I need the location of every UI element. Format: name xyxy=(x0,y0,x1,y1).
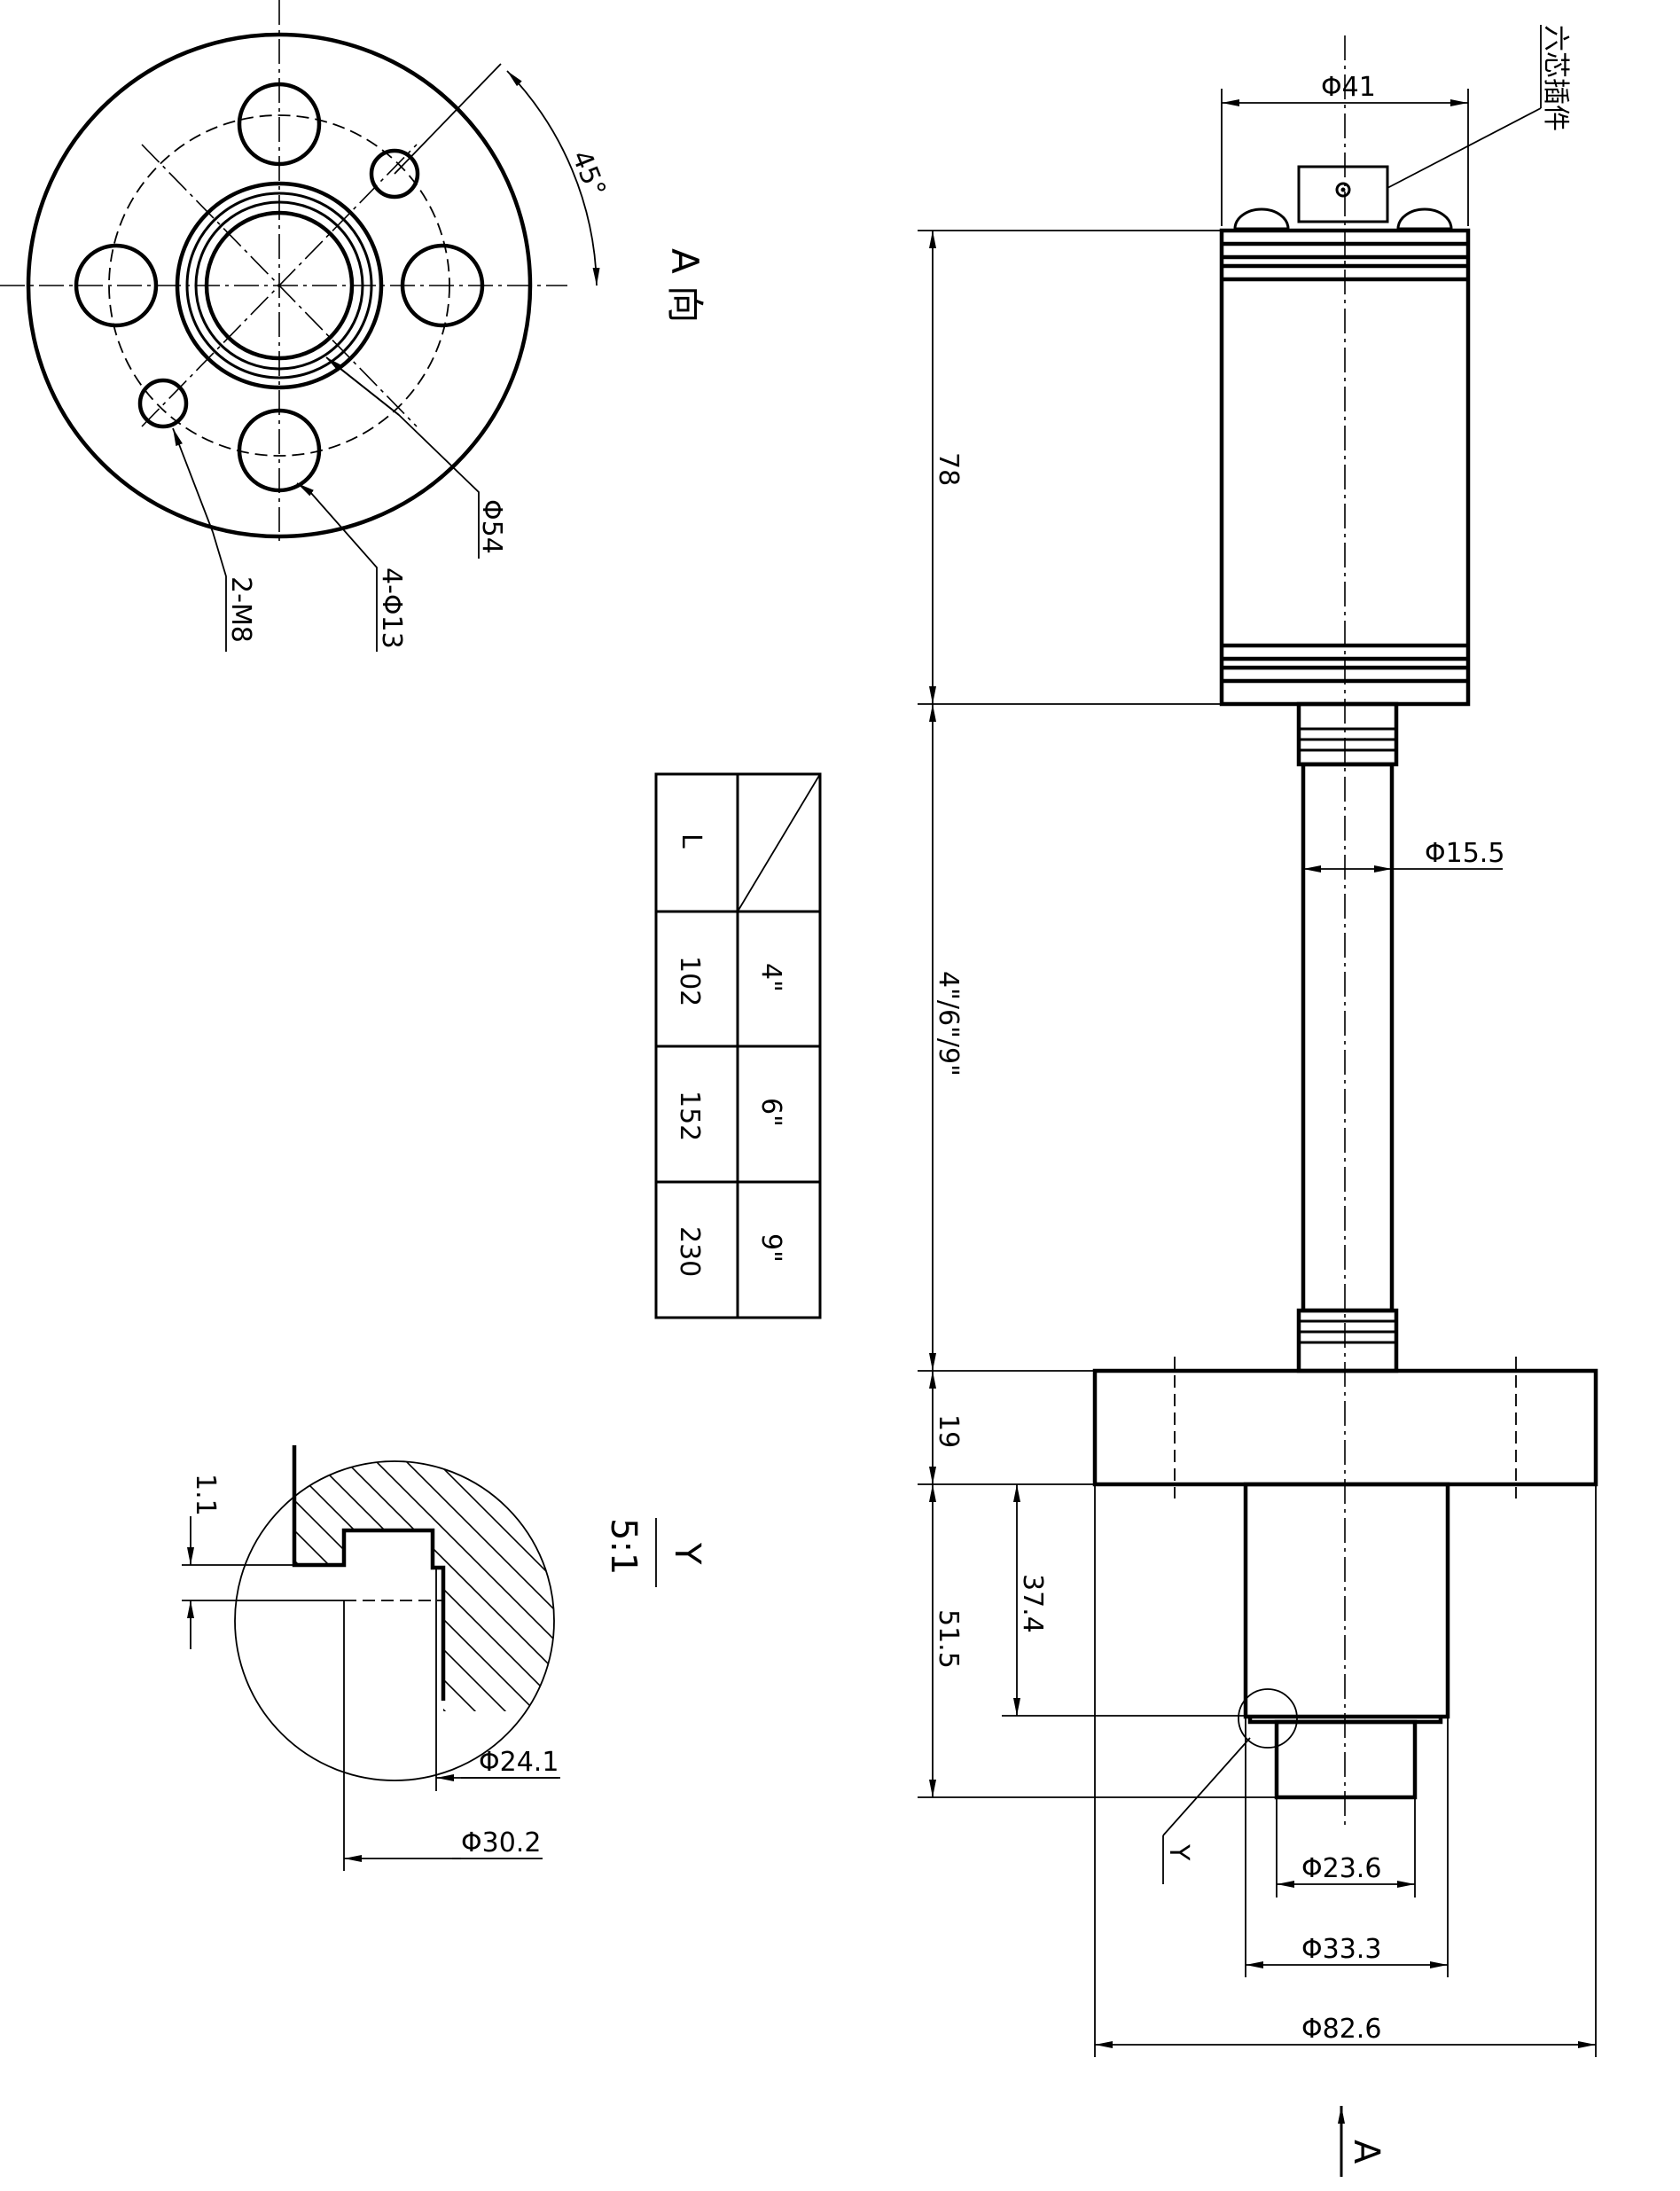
hatch-line xyxy=(0,1419,291,1738)
detail-circle xyxy=(234,1460,555,1781)
table-cell-mm: 230 xyxy=(674,1226,705,1277)
lower-depth-dim: 37.4 xyxy=(1017,1574,1048,1633)
detail-label: Y xyxy=(667,1542,707,1565)
connector-leader xyxy=(1387,107,1542,189)
hatch-line xyxy=(665,1419,984,1738)
step-dim: 1.1 xyxy=(190,1474,221,1516)
probe-tip xyxy=(1274,1719,1418,1800)
header-diagonal xyxy=(737,773,821,912)
flange-thickness-dim: 19 xyxy=(933,1414,964,1448)
threaded-hole xyxy=(369,148,420,200)
hatch-line xyxy=(513,1461,554,1711)
connector xyxy=(1297,165,1389,223)
lower-length-dim: 51.5 xyxy=(933,1609,964,1669)
connector-pin xyxy=(1335,182,1351,198)
detail-y: 1.1 Φ24.1 Φ30.2 Y 5:1 xyxy=(0,1419,1014,1871)
lower-dia-dim: Φ33.3 xyxy=(1301,1934,1381,1965)
hatch-line xyxy=(574,1419,894,1738)
table-cell-mm: 152 xyxy=(674,1091,705,1141)
hatch-line xyxy=(695,1419,1014,1738)
detail-leader xyxy=(1162,1737,1251,1836)
arrow xyxy=(325,356,400,416)
hatch-line xyxy=(635,1419,954,1738)
threaded-hole-leader xyxy=(212,531,227,652)
threaded-holes-dim: 2-M8 xyxy=(225,576,256,643)
screw-head xyxy=(1233,207,1290,231)
hatch-line xyxy=(302,1461,554,1711)
table-cell-inch: 4" xyxy=(755,963,786,992)
arrow xyxy=(296,482,314,497)
table-cell-inch: 6" xyxy=(755,1098,786,1127)
detail-hatching xyxy=(0,1419,1014,1738)
hatch-line xyxy=(605,1419,924,1738)
angle-label: 45° xyxy=(566,146,612,201)
hatch-line xyxy=(294,1461,352,1711)
bolt-circle-dim: Φ54 xyxy=(476,499,507,554)
view-arrow-label: A xyxy=(1346,2140,1387,2164)
top-dia-dim: Φ41 xyxy=(1321,72,1376,103)
connector-label: 六芯插件 xyxy=(1540,25,1571,131)
stem-length-dim: 4"/6"/9" xyxy=(933,971,964,1076)
flange-dia-dim: Φ82.6 xyxy=(1301,2014,1381,2045)
stem-lower-neck xyxy=(1296,1308,1399,1373)
angle-extension xyxy=(394,63,502,175)
arrow xyxy=(172,427,214,533)
table-header-left: L xyxy=(676,833,707,849)
lower-body xyxy=(1243,1482,1450,1719)
hatch-line xyxy=(543,1461,554,1711)
hatch-line xyxy=(0,1419,261,1738)
stem-dia-dim: Φ15.5 xyxy=(1425,838,1504,869)
housing-height-dim: 78 xyxy=(933,452,964,486)
detail-marker-label: Y xyxy=(1163,1843,1194,1861)
view-a-title: A 向 xyxy=(663,248,707,323)
connector-pin-center xyxy=(1340,187,1346,192)
detail-scale: 5:1 xyxy=(603,1518,644,1575)
hatch-line xyxy=(294,1461,322,1711)
detail-marker-circle xyxy=(1238,1688,1298,1749)
view-a: 45° Φ54 2-M8 4-Φ13 A 向 xyxy=(0,0,707,652)
threaded-hole xyxy=(137,378,189,429)
table-cell-inch: 9" xyxy=(755,1233,786,1263)
hatch-line xyxy=(294,1461,382,1711)
detail-profile xyxy=(292,1445,446,1701)
hatch-line xyxy=(332,1461,554,1711)
through-holes-dim: 4-Φ13 xyxy=(376,567,407,649)
length-table: L 102 4" 152 6" 230 9" xyxy=(654,772,822,1319)
front-view: Φ41 六芯插件 78 4"/6"/9" Φ15.5 19 51.5 37.4 xyxy=(918,25,1598,2177)
hatch-line xyxy=(0,1419,231,1738)
screw-head xyxy=(1396,207,1453,231)
center-line xyxy=(141,144,418,427)
inner-dia-dim: Φ24.1 xyxy=(479,1747,559,1778)
outer-dia-dim: Φ30.2 xyxy=(461,1827,541,1858)
angle-arc xyxy=(506,70,600,286)
hatch-line xyxy=(363,1461,554,1711)
through-hole-leader xyxy=(309,491,378,652)
table-cell-mm: 102 xyxy=(674,956,705,1006)
stem-upper-neck xyxy=(1296,701,1399,767)
tip-dia-dim: Φ23.6 xyxy=(1301,1853,1381,1884)
bolt-circle-leader xyxy=(327,358,480,559)
flange xyxy=(1092,1368,1598,1487)
stem xyxy=(1301,762,1395,1313)
